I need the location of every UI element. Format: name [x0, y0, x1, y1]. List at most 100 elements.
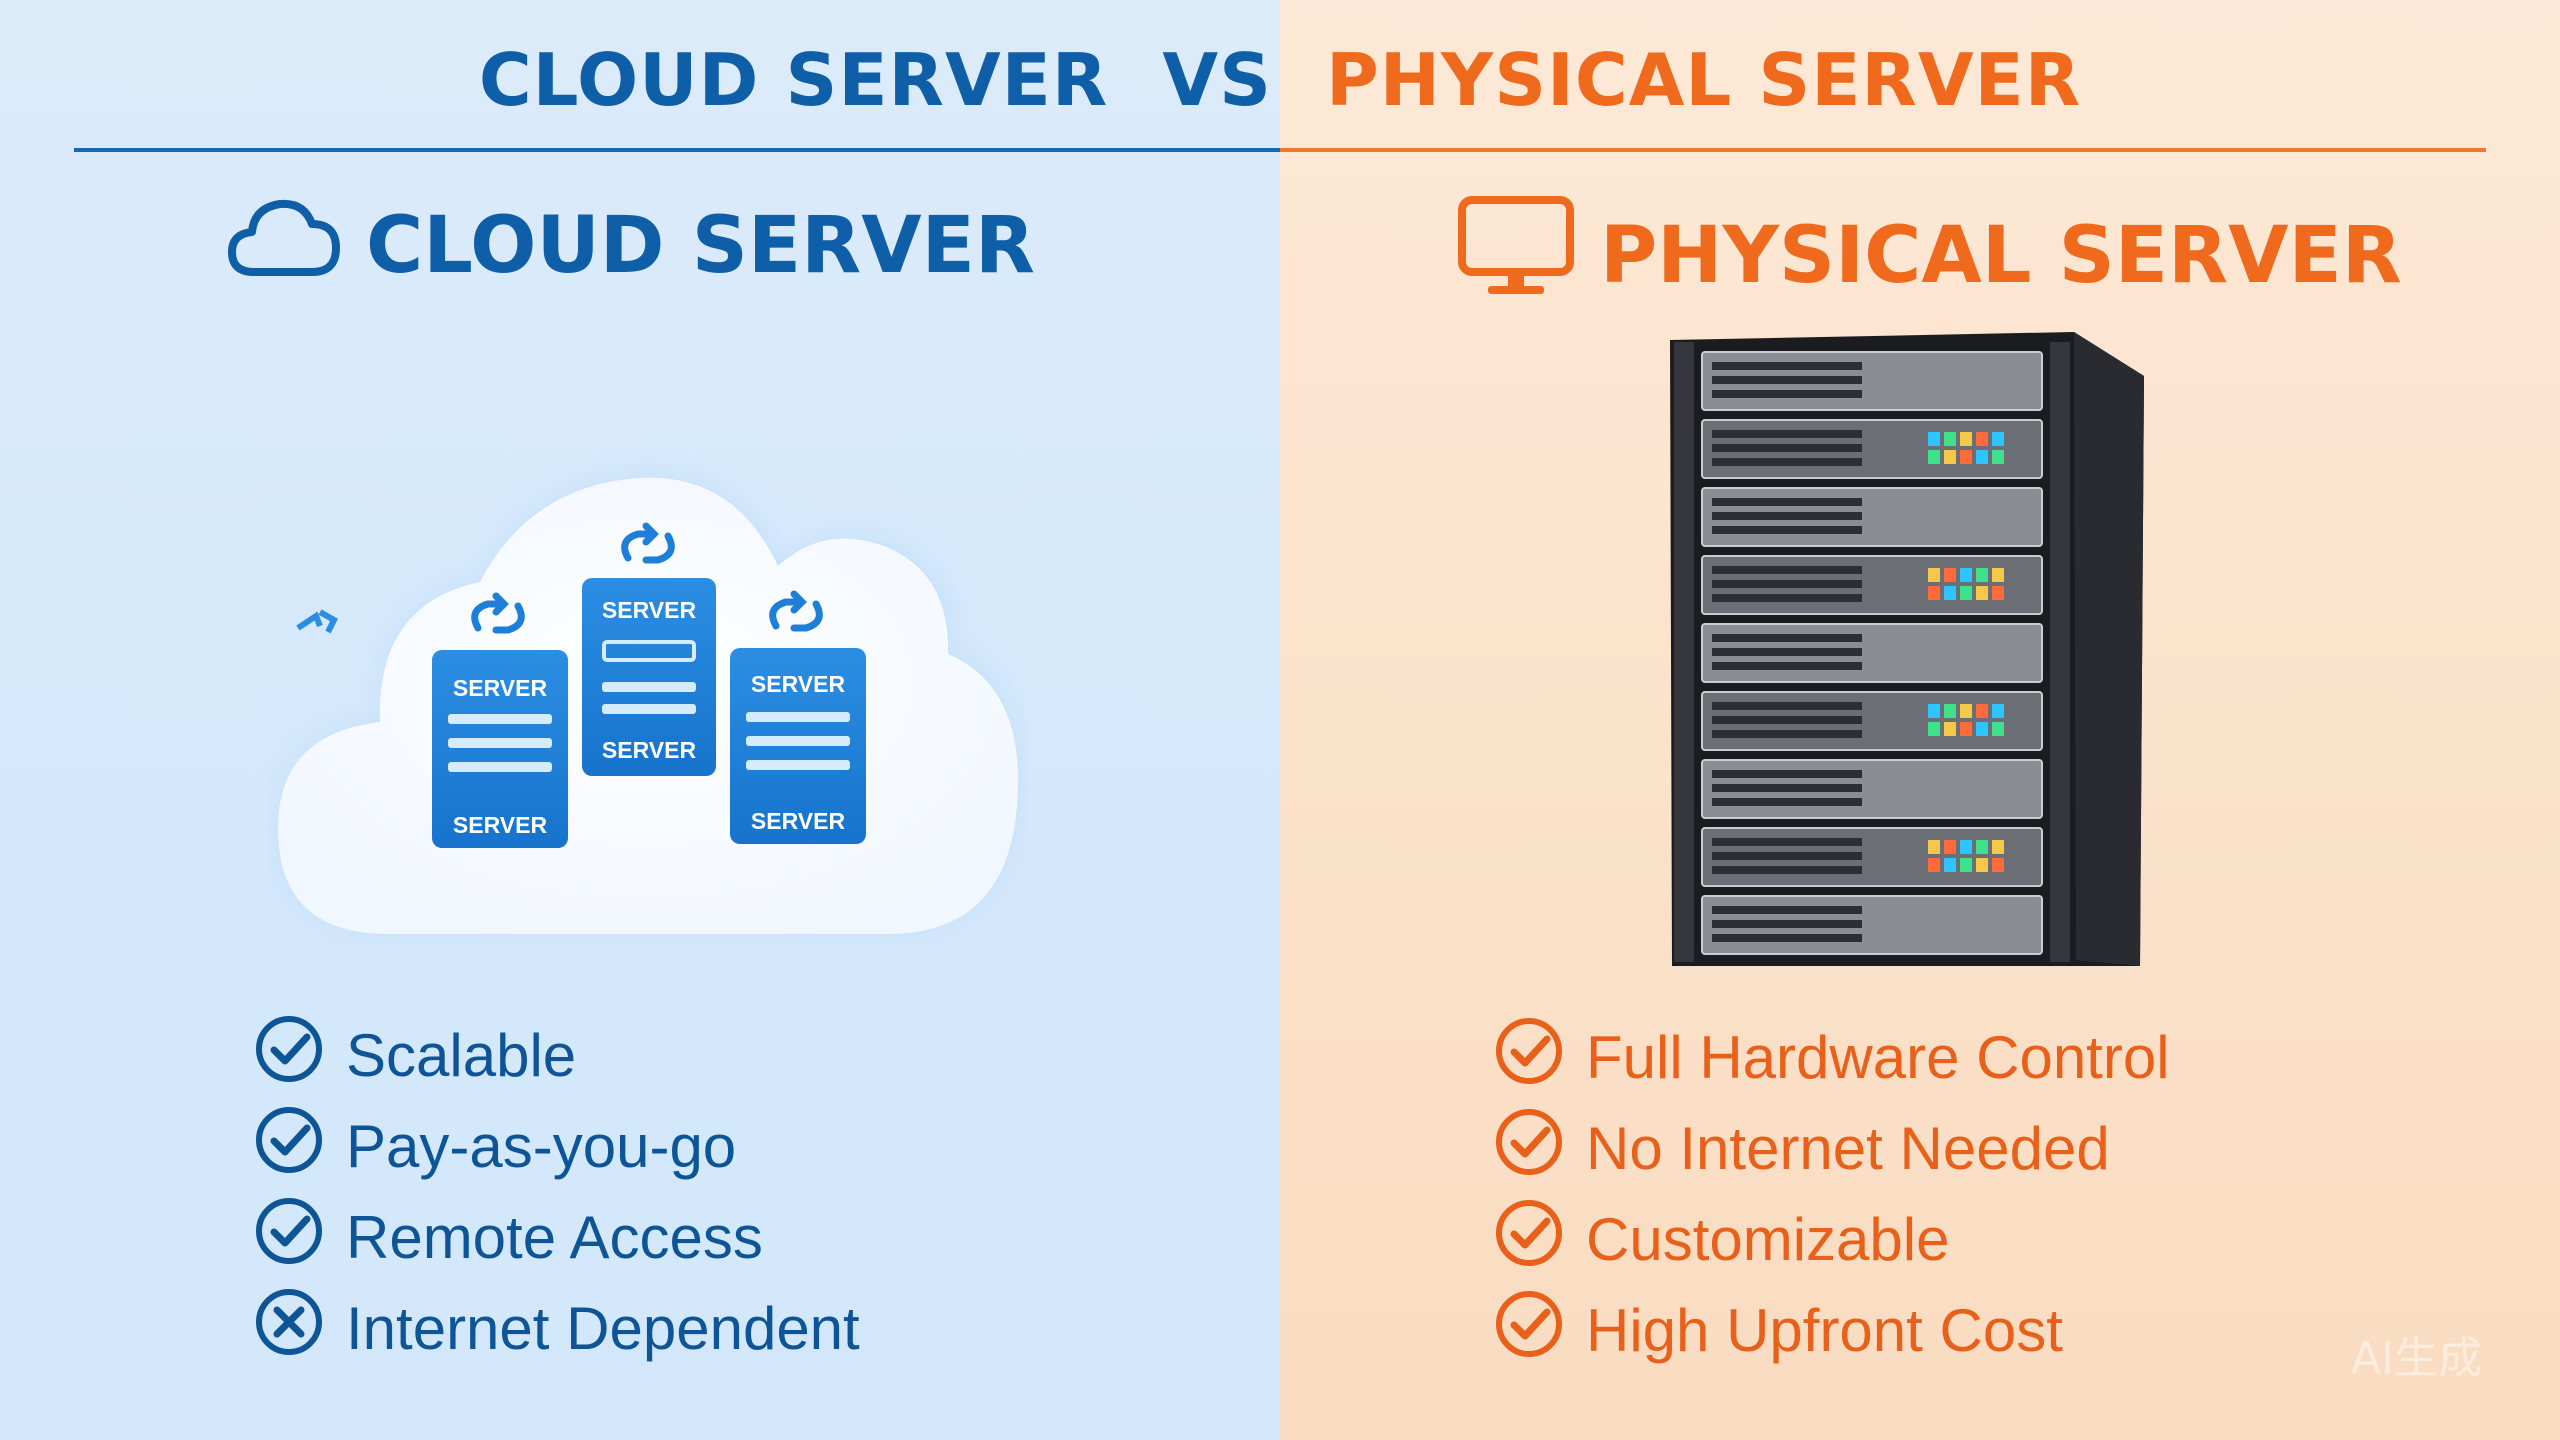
- drive-slot: [1712, 920, 1862, 928]
- list-item: Internet Dependent: [254, 1283, 860, 1374]
- status-light: [1928, 858, 1940, 872]
- status-light: [1928, 432, 1940, 446]
- status-light: [1976, 568, 1988, 582]
- drive-slot: [1712, 526, 1862, 534]
- status-light: [1960, 704, 1972, 718]
- status-light: [1992, 704, 2004, 718]
- status-light: [1976, 858, 1988, 872]
- drive-slot: [1712, 498, 1862, 506]
- title-vs: VS: [1162, 38, 1272, 122]
- drive-slot: [1712, 770, 1862, 778]
- server-left-graphic: [296, 609, 568, 848]
- cloud-server-heading: CLOUD SERVER: [226, 194, 1035, 297]
- feature-label: Full Hardware Control: [1586, 1024, 2170, 1091]
- drive-slot: [1712, 934, 1862, 942]
- status-light: [1960, 586, 1972, 600]
- cloud-server-heading-text: CLOUD SERVER: [366, 200, 1035, 291]
- drive-slot: [1712, 512, 1862, 520]
- feature-label: Pay-as-you-go: [346, 1113, 737, 1180]
- status-light: [1960, 858, 1972, 872]
- drive-slot: [1712, 390, 1862, 398]
- status-light: [1992, 858, 2004, 872]
- cloud-icon: [226, 194, 342, 297]
- drive-slot: [1712, 838, 1862, 846]
- physical-server-heading-text: PHYSICAL SERVER: [1600, 210, 2402, 301]
- status-light: [1976, 722, 1988, 736]
- status-light: [1992, 432, 2004, 446]
- status-light: [1928, 722, 1940, 736]
- drive-slot: [1712, 580, 1862, 588]
- status-light: [1960, 432, 1972, 446]
- status-light: [1928, 704, 1940, 718]
- cloud-servers-illustration: SERVER SERVER SERVER SERVER SERVER SERVE…: [268, 398, 1028, 944]
- check-circle-icon: [1494, 1289, 1564, 1373]
- feature-label: No Internet Needed: [1586, 1115, 2110, 1182]
- server-center-graphic: [582, 578, 716, 776]
- check-circle-icon: [1494, 1107, 1564, 1191]
- feature-label: Scalable: [346, 1022, 577, 1089]
- check-circle-icon: [254, 1196, 324, 1280]
- drive-slot: [1712, 566, 1862, 574]
- status-light: [1992, 568, 2004, 582]
- status-light: [1976, 840, 1988, 854]
- status-light: [1928, 450, 1940, 464]
- status-light: [1960, 722, 1972, 736]
- drive-slot: [1712, 444, 1862, 452]
- status-light: [1960, 840, 1972, 854]
- server-label: SERVER: [602, 737, 697, 763]
- status-light: [1976, 450, 1988, 464]
- drive-slot: [1712, 716, 1862, 724]
- status-light: [1992, 586, 2004, 600]
- drive-slot: [1712, 430, 1862, 438]
- monitor-icon: [1458, 194, 1576, 317]
- server-label: SERVER: [751, 808, 846, 834]
- title-divider-right: [1280, 148, 2486, 152]
- status-light: [1928, 568, 1940, 582]
- status-light: [1944, 568, 1956, 582]
- list-item: Scalable: [254, 1010, 860, 1101]
- list-item: Pay-as-you-go: [254, 1101, 860, 1192]
- feature-label: Internet Dependent: [346, 1295, 860, 1362]
- drive-slot: [1712, 458, 1862, 466]
- status-light: [1944, 586, 1956, 600]
- list-item: Customizable: [1494, 1194, 2170, 1285]
- check-circle-icon: [1494, 1198, 1564, 1282]
- status-light: [1976, 704, 1988, 718]
- drive-slot: [1712, 852, 1862, 860]
- drive-slot: [1712, 798, 1862, 806]
- status-light: [1944, 722, 1956, 736]
- title-right: PHYSICAL SERVER: [1326, 38, 2082, 122]
- check-circle-icon: [1494, 1016, 1564, 1100]
- list-item: Full Hardware Control: [1494, 1012, 2170, 1103]
- x-circle-icon: [254, 1287, 324, 1371]
- sync-arrows-graphic: [471, 522, 823, 634]
- feature-label: High Upfront Cost: [1586, 1297, 2063, 1364]
- server-right-graphic: [730, 648, 866, 844]
- status-light: [1944, 450, 1956, 464]
- drive-slot: [1712, 362, 1862, 370]
- drive-slot: [1712, 906, 1862, 914]
- physical-features-list: Full Hardware Control No Internet Needed…: [1494, 1012, 2170, 1376]
- drive-slot: [1712, 730, 1862, 738]
- status-light: [1928, 586, 1940, 600]
- status-light: [1944, 704, 1956, 718]
- status-light: [1944, 840, 1956, 854]
- server-label: SERVER: [751, 671, 846, 697]
- drive-slot: [1712, 376, 1862, 384]
- drive-slot: [1712, 702, 1862, 710]
- list-item: No Internet Needed: [1494, 1103, 2170, 1194]
- list-item: Remote Access: [254, 1192, 860, 1283]
- status-light: [1944, 432, 1956, 446]
- drive-slot: [1712, 784, 1862, 792]
- server-rack-illustration: [1664, 326, 2150, 970]
- watermark: AI生成: [2350, 1333, 2482, 1384]
- status-light: [1976, 432, 1988, 446]
- status-light: [1928, 840, 1940, 854]
- drive-slot: [1712, 866, 1862, 874]
- title-left: CLOUD SERVER: [478, 38, 1109, 122]
- list-item: High Upfront Cost: [1494, 1285, 2170, 1376]
- feature-label: Customizable: [1586, 1206, 1950, 1273]
- cloud-features-list: Scalable Pay-as-you-go Remote Access Int…: [254, 1010, 860, 1374]
- status-light: [1960, 568, 1972, 582]
- server-label: SERVER: [453, 812, 548, 838]
